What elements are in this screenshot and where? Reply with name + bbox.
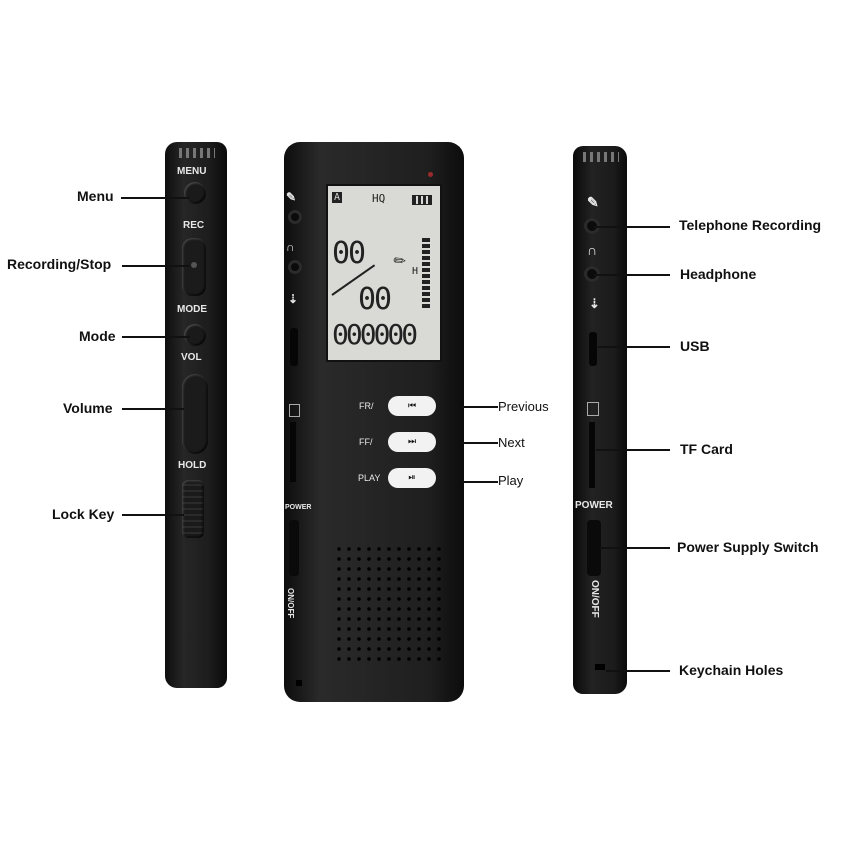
microphone-icon: ✎ (286, 190, 297, 204)
play-leader-line (462, 481, 498, 483)
rec-device-label: REC (183, 220, 205, 231)
menu-leader-line (121, 197, 189, 199)
tf-card-label: TF Card (680, 441, 733, 457)
rewind-icon: ⏮ (407, 401, 417, 411)
lcd-a-indicator: A (332, 192, 343, 203)
lcd-h-indicator: H (412, 266, 419, 277)
keychain-hole (595, 664, 605, 670)
play-pause-icon: ⏯ (408, 473, 416, 483)
tf-card-leader-line (596, 449, 670, 451)
lock-key-leader-line (122, 514, 184, 516)
mode-label: Mode (79, 328, 116, 344)
headphone-label: Headphone (680, 266, 757, 282)
sd-card-icon (289, 404, 300, 417)
fr-device-label: FR/ (359, 401, 374, 411)
tf-card-slot[interactable] (589, 422, 595, 488)
vol-device-label: VOL (181, 352, 202, 363)
next-button[interactable]: ⏭ (388, 432, 436, 452)
speaker-grille (334, 544, 444, 662)
power-device-label: POWER (285, 504, 312, 511)
lcd-digits-top: 00 (332, 236, 366, 271)
next-label: Next (498, 435, 525, 450)
keychain-hole (296, 680, 302, 686)
telephone-jack[interactable] (584, 218, 600, 234)
play-label: Play (498, 473, 524, 488)
mic-jack[interactable] (288, 210, 302, 224)
lcd-digits-mid: 00 (358, 282, 392, 317)
volume-leader-line (122, 408, 184, 410)
menu-label: Menu (77, 188, 114, 204)
volume-label: Volume (63, 400, 113, 416)
microphone-icon: ✎ (388, 248, 411, 273)
lock-key-label: Lock Key (52, 506, 115, 522)
usb-port[interactable] (290, 328, 298, 366)
sd-card-icon (587, 402, 599, 416)
power-switch[interactable] (587, 520, 601, 576)
previous-button[interactable]: ⏮ (388, 396, 436, 416)
center-front-device: ✎ ∩ ⇣ POWER ON/OFF A HQ 00 00 000000 ✎ H… (284, 142, 464, 702)
next-leader-line (462, 442, 498, 444)
grill-icon (583, 152, 619, 162)
battery-icon (412, 195, 432, 205)
telephone-recording-leader-line (594, 226, 670, 228)
play-button[interactable]: ⏯ (388, 468, 436, 488)
on-off-device-label: ON/OFF (589, 580, 600, 618)
recording-stop-leader-line (122, 265, 190, 267)
recording-stop-label: Recording/Stop (7, 256, 112, 272)
keychain-holes-leader-line (606, 670, 670, 672)
led-indicator (428, 172, 433, 177)
right-side-device: ✎ ∩ ⇣ POWER ON/OFF (573, 146, 627, 694)
play-device-label: PLAY (358, 473, 381, 483)
previous-leader-line (462, 406, 498, 408)
on-off-device-label: ON/OFF (286, 588, 295, 619)
power-switch[interactable] (289, 520, 299, 576)
headphone-icon: ∩ (587, 242, 598, 258)
lcd-screen: A HQ 00 00 000000 ✎ H (326, 184, 442, 362)
headphone-leader-line (594, 274, 670, 276)
mode-leader-line (122, 336, 190, 338)
previous-label: Previous (498, 399, 549, 414)
usb-port[interactable] (589, 332, 597, 366)
lcd-hq-indicator: HQ (372, 192, 386, 205)
hold-device-label: HOLD (178, 460, 207, 471)
power-supply-switch-leader-line (600, 547, 670, 549)
volume-rocker[interactable] (182, 374, 208, 454)
rec-indicator-icon (191, 262, 197, 268)
power-device-label: POWER (575, 500, 613, 511)
usb-leader-line (598, 346, 670, 348)
menu-button[interactable] (184, 182, 206, 204)
usb-icon: ⇣ (288, 292, 299, 306)
power-supply-switch-label: Power Supply Switch (677, 539, 819, 555)
menu-device-label: MENU (177, 166, 207, 177)
microphone-icon: ✎ (587, 194, 599, 210)
usb-label: USB (680, 338, 710, 354)
tf-card-slot[interactable] (290, 422, 296, 482)
telephone-recording-label: Telephone Recording (679, 217, 822, 233)
fast-forward-icon: ⏭ (407, 437, 417, 447)
headphone-jack[interactable] (584, 266, 600, 282)
mode-device-label: MODE (177, 304, 207, 315)
headphone-jack[interactable] (288, 260, 302, 274)
ff-device-label: FF/ (359, 437, 373, 447)
left-side-device: MENU REC MODE VOL HOLD (165, 142, 227, 688)
grill-icon (179, 148, 215, 158)
lcd-digits-bottom: 000000 (332, 318, 418, 351)
level-meter (422, 238, 430, 308)
mode-button[interactable] (184, 324, 206, 346)
usb-icon: ⇣ (589, 296, 600, 311)
headphone-icon: ∩ (286, 240, 295, 254)
keychain-holes-label: Keychain Holes (679, 662, 784, 678)
lock-switch[interactable] (182, 480, 204, 538)
